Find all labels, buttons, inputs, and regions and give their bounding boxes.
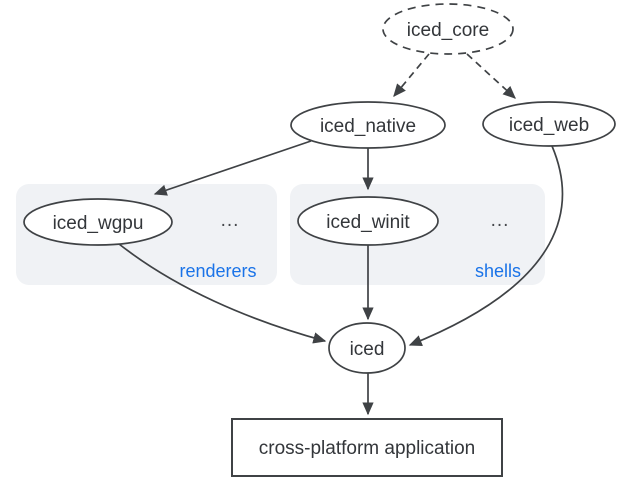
shells-group-label: shells [475, 261, 521, 281]
edge-native-to-wgpu [153, 140, 312, 196]
shells-ellipsis: ... [491, 210, 510, 231]
iced-core-ellipse [382, 3, 514, 55]
iced-wgpu-label: iced_wgpu [53, 213, 144, 234]
iced-web-ellipse [482, 101, 616, 147]
iced-native-ellipse [290, 101, 446, 149]
node-application: cross-platform application [231, 418, 503, 477]
edge-web-to-iced [408, 145, 564, 346]
node-iced-web: iced_web [482, 101, 616, 147]
iced-winit-ellipse [297, 196, 439, 246]
edge-wgpu-to-iced [118, 243, 327, 344]
iced-wgpu-ellipse [23, 198, 173, 246]
application-label: cross-platform application [259, 438, 475, 459]
application-rect [231, 418, 503, 477]
iced-label: iced [350, 339, 385, 360]
node-iced-wgpu: iced_wgpu [23, 198, 173, 246]
iced-ellipse [328, 322, 406, 374]
renderers-ellipsis: ... [221, 210, 240, 231]
iced-web-label: iced_web [509, 115, 589, 136]
node-iced: iced [328, 322, 406, 374]
iced-winit-label: iced_winit [326, 212, 410, 233]
iced-native-label: iced_native [320, 116, 416, 137]
node-iced-winit: iced_winit [297, 196, 439, 246]
renderers-group-label: renderers [179, 261, 256, 281]
node-iced-core: iced_core [382, 3, 514, 55]
iced-core-label: iced_core [407, 20, 489, 41]
node-iced-native: iced_native [290, 101, 446, 149]
edge-core-to-native [393, 53, 430, 97]
edge-core-to-web [466, 53, 516, 99]
